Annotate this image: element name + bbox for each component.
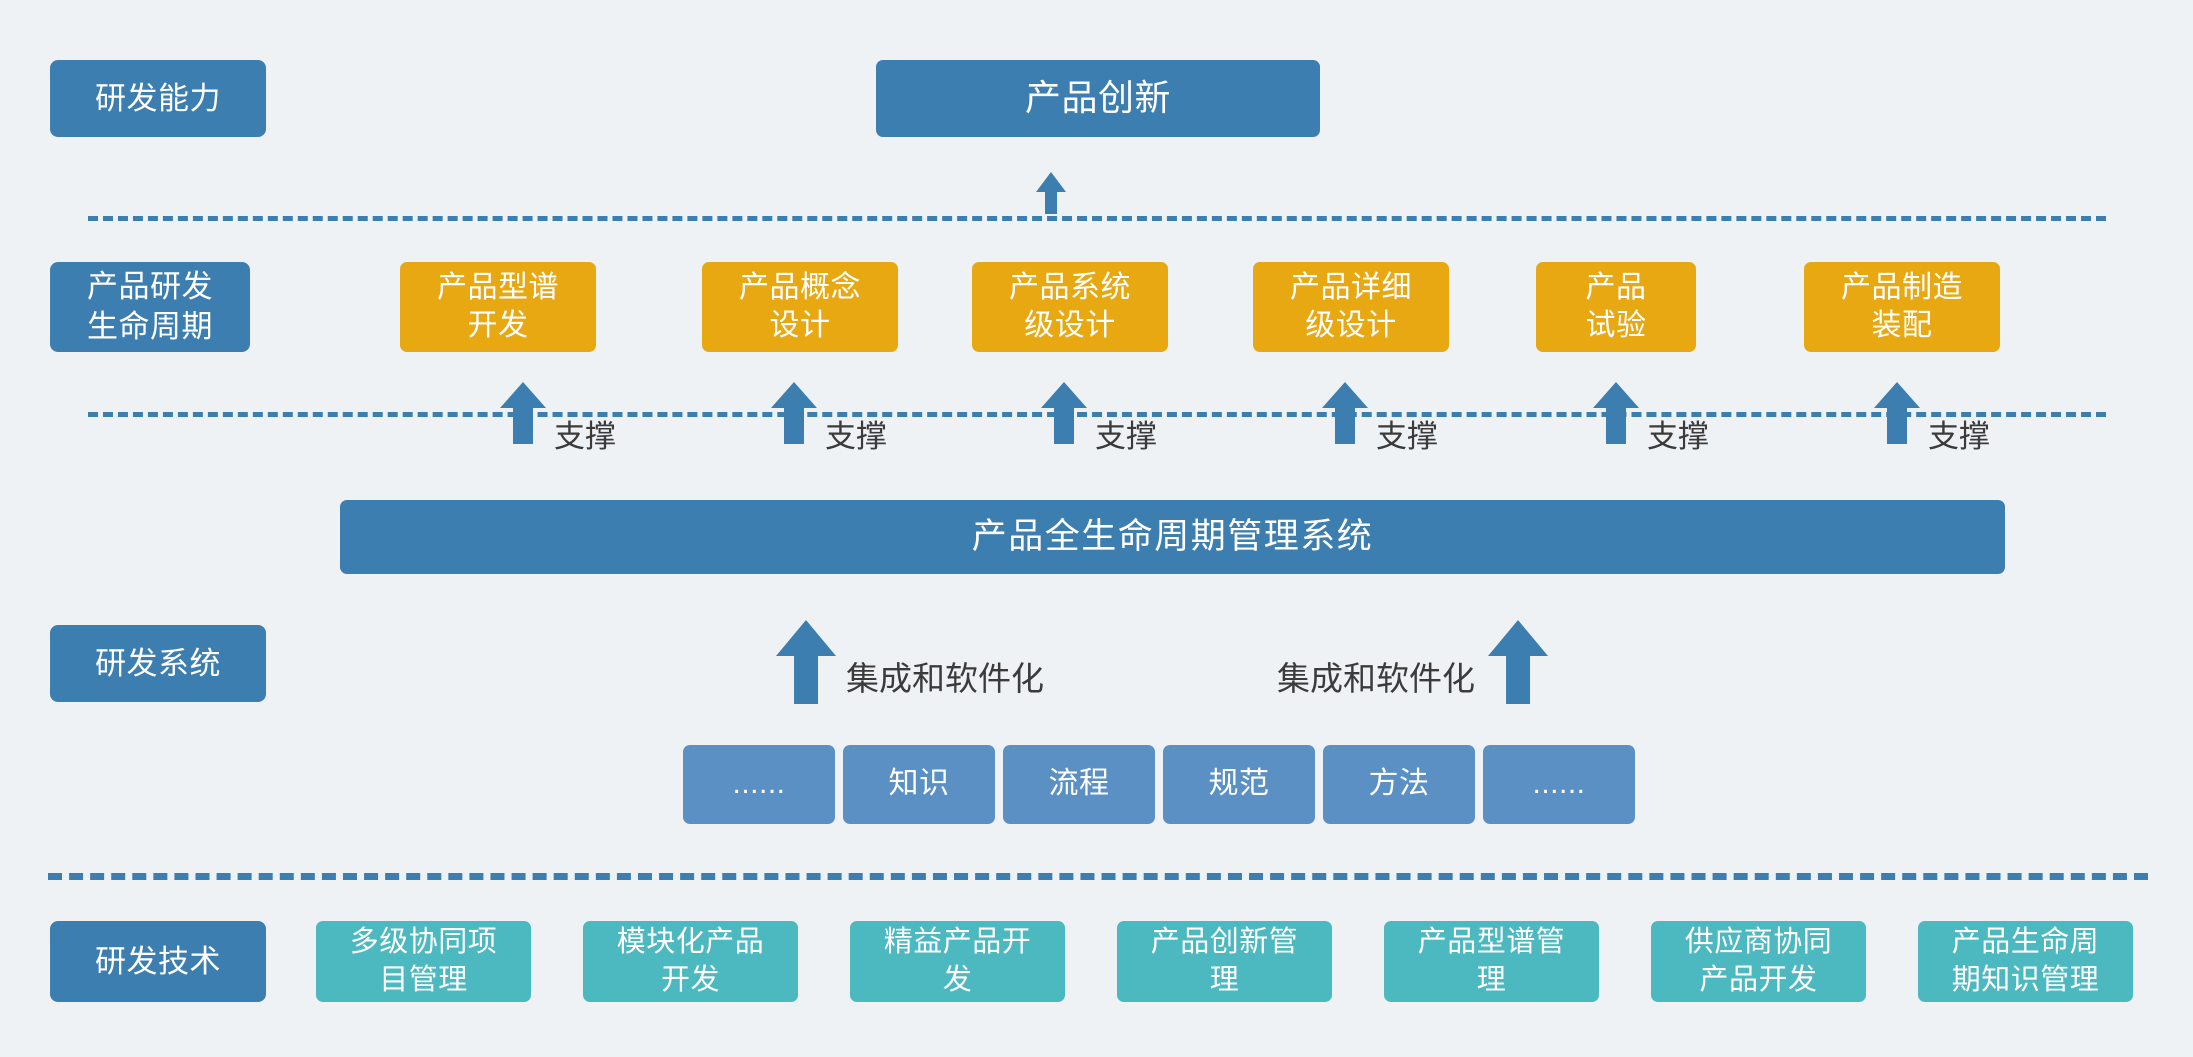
lane-label-lifecycle-text: 产品研发 生命周期 <box>87 269 213 344</box>
stage-box-4[interactable]: 产品详细 级设计 <box>1253 262 1449 352</box>
arrow-stem <box>1045 192 1057 214</box>
arrow-head <box>1036 172 1066 192</box>
divider-lifecycle-system <box>88 412 2106 417</box>
stage-box-5[interactable]: 产品 试验 <box>1536 262 1696 352</box>
arrow-stem <box>784 408 804 444</box>
stage-label-6: 产品制造 装配 <box>1841 270 1963 342</box>
stage-label-5: 产品 试验 <box>1585 270 1647 342</box>
technology-label-7: 产品生命周 期知识管理 <box>1951 926 2100 996</box>
arrow-head <box>500 382 546 408</box>
stage-label-3: 产品系统 级设计 <box>1009 270 1131 342</box>
technology-box-6[interactable]: 供应商协同 产品开发 <box>1651 921 1866 1002</box>
integration-label-right: 集成和软件化 <box>1277 660 1475 697</box>
technology-box-5[interactable]: 产品型谱管 理 <box>1384 921 1599 1002</box>
hero-box-product-innovation: 产品创新 <box>876 60 1320 137</box>
stage-label-4: 产品详细 级设计 <box>1290 270 1412 342</box>
asset-box-6[interactable]: ...... <box>1483 745 1635 824</box>
asset-label-5: 方法 <box>1368 767 1430 801</box>
arrow-stem <box>1054 408 1074 444</box>
technology-label-1: 多级协同项 目管理 <box>349 926 498 996</box>
arrow-support-1-icon <box>500 382 546 444</box>
technology-box-7[interactable]: 产品生命周 期知识管理 <box>1918 921 2133 1002</box>
support-label-2: 支撑 <box>825 419 887 454</box>
lane-label-capability-text: 研发能力 <box>95 80 221 116</box>
arrow-stem <box>1887 408 1907 444</box>
arrow-support-3-icon <box>1041 382 1087 444</box>
arrow-support-5-icon <box>1593 382 1639 444</box>
asset-label-1: ...... <box>732 767 786 801</box>
divider-system-technology <box>48 873 2148 880</box>
asset-label-3: 流程 <box>1048 767 1110 801</box>
asset-box-5[interactable]: 方法 <box>1323 745 1475 824</box>
arrow-stem <box>1506 656 1530 704</box>
stage-box-1[interactable]: 产品型谱 开发 <box>400 262 596 352</box>
technology-box-3[interactable]: 精益产品开 发 <box>850 921 1065 1002</box>
lane-label-lifecycle: 产品研发 生命周期 <box>50 262 250 352</box>
arrow-head <box>1041 382 1087 408</box>
technology-label-3: 精益产品开 发 <box>883 926 1032 996</box>
technology-box-4[interactable]: 产品创新管 理 <box>1117 921 1332 1002</box>
stage-box-6[interactable]: 产品制造 装配 <box>1804 262 2000 352</box>
arrow-head <box>1322 382 1368 408</box>
hero-box-label: 产品创新 <box>1024 77 1171 119</box>
technology-box-1[interactable]: 多级协同项 目管理 <box>316 921 531 1002</box>
stage-box-2[interactable]: 产品概念 设计 <box>702 262 898 352</box>
plm-system-label: 产品全生命周期管理系统 <box>971 516 1374 556</box>
technology-label-2: 模块化产品 开发 <box>616 926 765 996</box>
divider-capability-lifecycle <box>88 216 2106 221</box>
asset-box-4[interactable]: 规范 <box>1163 745 1315 824</box>
support-label-6: 支撑 <box>1928 419 1990 454</box>
asset-box-2[interactable]: 知识 <box>843 745 995 824</box>
arrow-integration-left-icon <box>776 620 836 704</box>
arrow-support-2-icon <box>771 382 817 444</box>
arrow-stem <box>513 408 533 444</box>
lane-label-system: 研发系统 <box>50 625 266 702</box>
support-label-3: 支撑 <box>1095 419 1157 454</box>
arrow-stem <box>1606 408 1626 444</box>
support-label-4: 支撑 <box>1376 419 1438 454</box>
arrow-head <box>1593 382 1639 408</box>
lane-label-technology: 研发技术 <box>50 921 266 1002</box>
arrow-head <box>1874 382 1920 408</box>
arrow-head <box>776 620 836 656</box>
asset-label-6: ...... <box>1532 767 1586 801</box>
arrow-integration-right-icon <box>1488 620 1548 704</box>
arrow-stem <box>1335 408 1355 444</box>
arrow-support-4-icon <box>1322 382 1368 444</box>
lane-label-system-text: 研发系统 <box>95 645 221 681</box>
stage-label-2: 产品概念 设计 <box>739 270 861 342</box>
asset-box-3[interactable]: 流程 <box>1003 745 1155 824</box>
support-label-1: 支撑 <box>554 419 616 454</box>
lane-label-technology-text: 研发技术 <box>95 943 221 979</box>
arrow-support-6-icon <box>1874 382 1920 444</box>
support-label-5: 支撑 <box>1647 419 1709 454</box>
asset-label-4: 规范 <box>1208 767 1270 801</box>
plm-system-bar[interactable]: 产品全生命周期管理系统 <box>340 500 2005 574</box>
integration-label-left: 集成和软件化 <box>846 660 1044 697</box>
arrow-head <box>1488 620 1548 656</box>
stage-label-1: 产品型谱 开发 <box>437 270 559 342</box>
arrow-stem <box>794 656 818 704</box>
arrow-head <box>771 382 817 408</box>
technology-label-5: 产品型谱管 理 <box>1417 926 1566 996</box>
lane-label-capability: 研发能力 <box>50 60 266 137</box>
asset-label-2: 知识 <box>888 767 950 801</box>
technology-label-6: 供应商协同 产品开发 <box>1684 926 1833 996</box>
stage-box-3[interactable]: 产品系统 级设计 <box>972 262 1168 352</box>
technology-box-2[interactable]: 模块化产品 开发 <box>583 921 798 1002</box>
arrow-up-to-innovation-icon <box>1036 172 1066 214</box>
asset-box-1[interactable]: ...... <box>683 745 835 824</box>
technology-label-4: 产品创新管 理 <box>1150 926 1299 996</box>
